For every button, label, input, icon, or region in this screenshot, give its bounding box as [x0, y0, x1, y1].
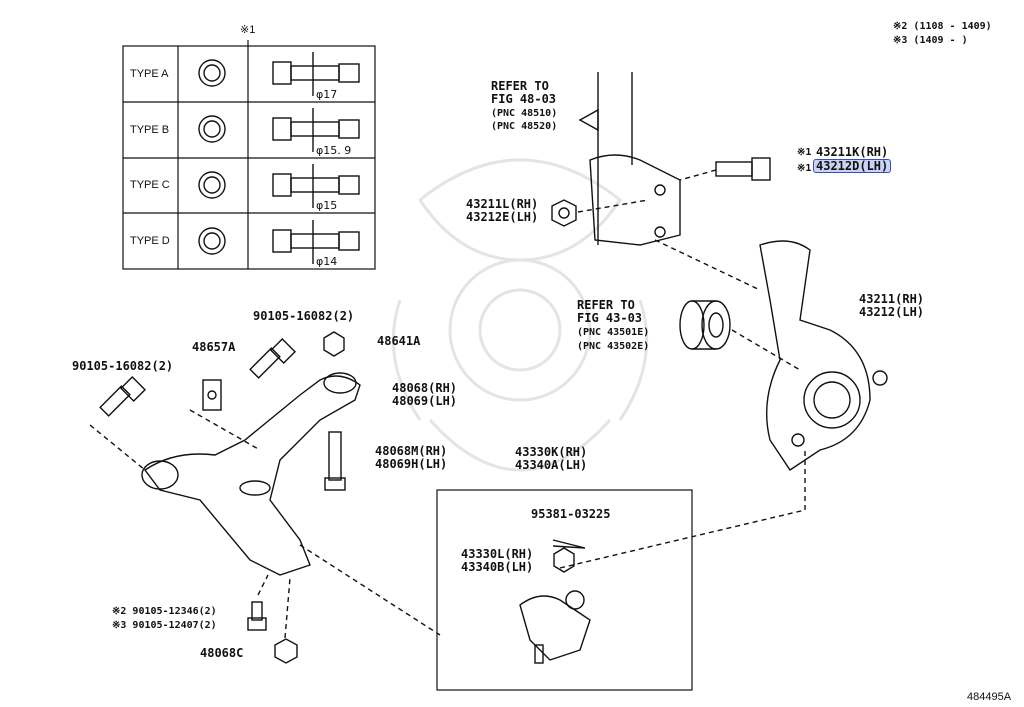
- part-43212e[interactable]: 43212E(LH): [466, 210, 539, 224]
- part-48068c[interactable]: 48068C: [200, 646, 244, 660]
- mark-43212d: ※1: [797, 163, 812, 174]
- table-nut-icons: [198, 59, 226, 255]
- nut-43330l: [553, 547, 575, 573]
- bolt-90105-top: [249, 337, 297, 379]
- refer-strut-line4: (PNC 48520): [491, 121, 558, 132]
- type-b-label: TYPE B: [130, 124, 170, 136]
- note-3: ※3 (1409 - ): [893, 35, 968, 46]
- nut-48641a: [323, 331, 345, 357]
- dashed-leaders: [89, 409, 806, 639]
- lower-control-arm: [141, 372, 361, 576]
- steering-knuckle: [759, 240, 888, 471]
- refer-strut-line2: FIG 48-03: [491, 92, 557, 106]
- watermark-logo: [391, 158, 649, 472]
- part-48068[interactable]: 48068(RH): [392, 381, 458, 395]
- type-d-dim: φ14: [316, 255, 338, 268]
- type-b-dim: φ15. 9: [316, 144, 352, 157]
- type-table-grid: [122, 40, 376, 270]
- part-43340a[interactable]: 43340A(LH): [515, 458, 588, 472]
- part-48068m[interactable]: 48068M(RH): [375, 444, 448, 458]
- refer-hub-line2: FIG 43-03: [577, 311, 643, 325]
- part-43211[interactable]: 43211(RH): [859, 292, 925, 306]
- ball-joint: [519, 590, 591, 664]
- part-90105-16082-left[interactable]: 90105-16082(2): [72, 359, 174, 373]
- part-48069h[interactable]: 48069H(LH): [375, 457, 448, 471]
- type-a-dim: φ17: [316, 88, 338, 101]
- part-90105-16082-top[interactable]: 90105-16082(2): [253, 309, 355, 323]
- bracket-48657a: [202, 379, 222, 411]
- refer-hub-line4: (PNC 43502E): [577, 341, 650, 352]
- hub-bearing: [679, 300, 731, 350]
- mark-43211k: ※1: [797, 147, 812, 158]
- refer-hub-line1: REFER TO: [577, 298, 635, 312]
- part-43330k[interactable]: 43330K(RH): [515, 445, 588, 459]
- nut-43211l: [551, 199, 577, 227]
- part-43212[interactable]: 43212(LH): [859, 305, 925, 319]
- refer-strut-line1: REFER TO: [491, 79, 549, 93]
- part-43211l[interactable]: 43211L(RH): [466, 197, 539, 211]
- type-d-label: TYPE D: [130, 235, 170, 247]
- table-header-mark: ※1: [240, 24, 256, 36]
- nut-48068c: [274, 638, 298, 664]
- type-c-dim: φ15: [316, 199, 338, 212]
- part-43211k[interactable]: 43211K(RH): [816, 145, 889, 159]
- type-c-label: TYPE C: [130, 179, 170, 191]
- part-95381[interactable]: 95381-03225: [531, 507, 611, 521]
- bolt-48068m: [324, 431, 346, 491]
- bolt-90105-left: [99, 375, 147, 417]
- figure-code: 484495A: [967, 691, 1012, 703]
- part-43212d-highlighted[interactable]: 43212D(LH): [812, 159, 892, 173]
- part-90105-12407[interactable]: ※3 90105-12407(2): [112, 620, 217, 631]
- bolt-43211k: [715, 157, 771, 181]
- refer-hub-line3: (PNC 43501E): [577, 327, 650, 338]
- leader-bolt: [679, 169, 717, 181]
- type-a-label: TYPE A: [130, 68, 169, 80]
- table-bolt-icons: [272, 52, 360, 264]
- refer-strut-line3: (PNC 48510): [491, 108, 558, 119]
- strut-assembly: [578, 72, 681, 246]
- bolt-90105-12346: [247, 601, 267, 631]
- cotter-pin: [552, 539, 586, 549]
- ball-joint-box: [436, 489, 693, 691]
- part-43330l[interactable]: 43330L(RH): [461, 547, 534, 561]
- part-90105-12346[interactable]: ※2 90105-12346(2): [112, 606, 217, 617]
- part-48657a[interactable]: 48657A: [192, 340, 236, 354]
- note-2: ※2 (1108 - 1409): [893, 21, 992, 32]
- part-48641a[interactable]: 48641A: [377, 334, 421, 348]
- part-48069[interactable]: 48069(LH): [392, 394, 458, 408]
- part-43340b[interactable]: 43340B(LH): [461, 560, 534, 574]
